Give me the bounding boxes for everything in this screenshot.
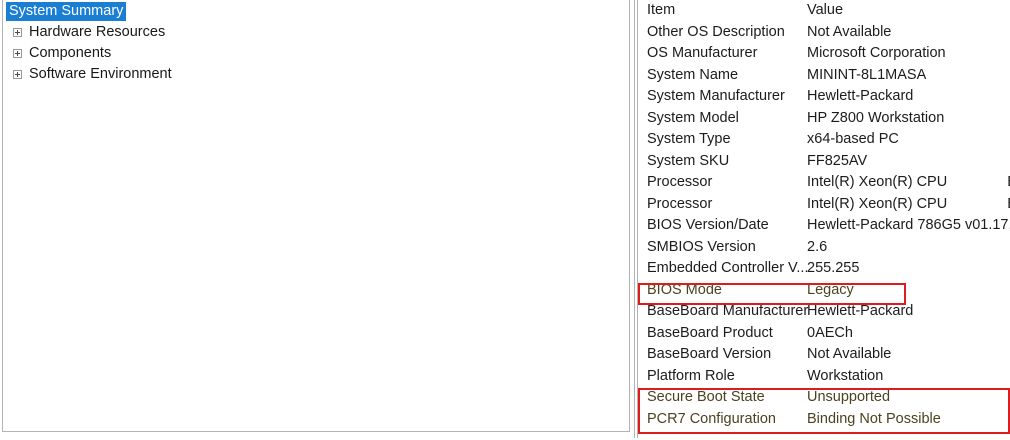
details-cell-value-text: x64-based PC: [807, 131, 899, 147]
details-cell-item: BaseBoard Product: [647, 324, 773, 341]
details-cell-value: FF825AV: [807, 152, 867, 171]
details-cell-value: Intel(R) Xeon(R) CPU E5506: [807, 173, 1010, 192]
details-row[interactable]: System Model HP Z800 Workstation: [638, 108, 1010, 130]
plus-box-icon[interactable]: [13, 69, 22, 79]
navigation-tree-panel[interactable]: System Summary Hardware Resources Compon…: [2, 0, 630, 432]
details-row[interactable]: Platform Role Workstation: [638, 366, 1010, 388]
details-cell-value: Hewlett-Packard: [807, 302, 913, 321]
details-cell-value: Not Available: [807, 345, 891, 364]
details-row[interactable]: Processor Intel(R) Xeon(R) CPU E5506: [638, 172, 1010, 194]
details-cell-item: System Name: [647, 66, 739, 83]
details-cell-item: BIOS Mode: [647, 281, 722, 298]
tree-item-components[interactable]: Components: [3, 43, 629, 63]
details-row[interactable]: BIOS Version/Date Hewlett-Packard 786G5 v…: [638, 215, 1010, 237]
details-cell-item: Processor: [647, 174, 713, 190]
details-row[interactable]: Embedded Controller V...255.255: [638, 258, 1010, 280]
details-cell-value-text: Hewlett-Packard 786G5 v01.17, 8/: [807, 217, 1010, 233]
details-cell-value-text: HP Z800 Workstation: [807, 109, 945, 126]
details-cell-item: SMBIOS Version: [647, 238, 756, 255]
details-cell-value: HP Z800 Workstation: [807, 109, 944, 128]
details-cell-value-text: MININT-8L1MASA: [807, 66, 927, 83]
details-cell-value-text: Not Available: [807, 346, 892, 362]
details-cell-value: 2.6: [807, 238, 827, 257]
column-header-value[interactable]: Value: [807, 2, 844, 18]
details-cell-item: Secure Boot State: [647, 389, 765, 405]
details-cell-value: Legacy: [807, 281, 854, 300]
details-cell-item: System Type: [647, 131, 731, 147]
details-cell-value-text: Legacy: [807, 281, 854, 298]
tree-item-software-environment-label: Software Environment: [29, 66, 172, 82]
details-cell-value-text: Intel(R) Xeon(R) CPU: [807, 195, 948, 212]
details-row[interactable]: System SKU FF825AV: [638, 151, 1010, 173]
details-cell-item: Processor: [647, 195, 713, 212]
details-row[interactable]: BIOS Mode Legacy: [638, 280, 1010, 302]
details-cell-item: System Manufacturer: [647, 88, 785, 104]
details-row[interactable]: OS Manufacturer Microsoft Corporation: [638, 43, 1010, 65]
details-cell-item: Other OS Description: [647, 23, 785, 40]
details-cell-item: OS Manufacturer: [647, 45, 758, 61]
panel-splitter[interactable]: [632, 0, 638, 438]
details-row[interactable]: BaseBoard Version Not Available: [638, 344, 1010, 366]
details-cell-value-tail: E5506: [1007, 173, 1010, 192]
details-cell-value: 255.255: [807, 259, 859, 278]
tree-item-hardware-resources[interactable]: Hardware Resources: [3, 22, 629, 42]
details-cell-item: System Model: [647, 109, 739, 126]
details-cell-value: Hewlett-Packard: [807, 87, 913, 106]
details-cell-value-text: Hewlett-Packard: [807, 303, 914, 319]
details-cell-value-text: Workstation: [807, 367, 884, 384]
details-row[interactable]: SMBIOS Version 2.6: [638, 237, 1010, 259]
details-row[interactable]: PCR7 Configuration Binding Not Possible: [638, 409, 1010, 431]
details-cell-value: Intel(R) Xeon(R) CPU E5506: [807, 195, 1010, 214]
details-cell-item: PCR7 Configuration: [647, 410, 776, 427]
details-cell-value-text: Not Available: [807, 23, 892, 40]
splitter-line-left: [634, 0, 635, 438]
details-header-row: Item Value: [638, 0, 1010, 22]
details-cell-value: Microsoft Corporation: [807, 44, 946, 63]
details-cell-item: Embedded Controller V...: [647, 260, 809, 276]
details-cell-value: Unsupported: [807, 388, 890, 407]
details-cell-value-text: Unsupported: [807, 389, 891, 405]
details-cell-item: BaseBoard Manufacturer: [647, 303, 809, 319]
details-row[interactable]: Processor Intel(R) Xeon(R) CPU E5506: [638, 194, 1010, 216]
details-cell-item: System SKU: [647, 152, 730, 169]
details-cell-value-tail: E5506: [1007, 195, 1010, 214]
tree-item-software-environment[interactable]: Software Environment: [3, 64, 629, 84]
plus-box-icon[interactable]: [13, 48, 22, 58]
details-cell-item: BIOS Version/Date: [647, 217, 769, 233]
details-cell-value: x64-based PC: [807, 130, 899, 149]
details-cell-value: MININT-8L1MASA: [807, 66, 926, 85]
details-cell-value-text: Microsoft Corporation: [807, 45, 946, 61]
details-row[interactable]: Other OS Description Not Available: [638, 22, 1010, 44]
plus-box-icon[interactable]: [13, 27, 22, 37]
tree-item-system-summary-label: System Summary: [6, 2, 127, 21]
details-cell-item: Platform Role: [647, 367, 735, 384]
details-cell-value-text: FF825AV: [807, 152, 868, 169]
details-cell-value: Binding Not Possible: [807, 410, 941, 429]
details-cell-value: Hewlett-Packard 786G5 v01.17, 8/: [807, 216, 1010, 235]
details-cell-value: 0AECh: [807, 324, 853, 343]
details-cell-value-text: Hewlett-Packard: [807, 88, 914, 104]
details-row[interactable]: Secure Boot State Unsupported: [638, 387, 1010, 409]
column-header-item[interactable]: Item: [647, 2, 676, 18]
tree-item-components-label: Components: [29, 45, 112, 61]
details-cell-value-text: Binding Not Possible: [807, 410, 941, 427]
details-cell-value: Workstation: [807, 367, 883, 386]
tree-item-hardware-resources-label: Hardware Resources: [29, 24, 166, 40]
details-cell-value: Not Available: [807, 23, 891, 42]
splitter-line-right: [637, 0, 638, 438]
details-row[interactable]: System Name MININT-8L1MASA: [638, 65, 1010, 87]
details-row[interactable]: System Type x64-based PC: [638, 129, 1010, 151]
details-cell-value-text: 255.255: [807, 260, 860, 276]
tree-item-system-summary[interactable]: System Summary: [3, 1, 629, 21]
details-cell-value-text: Intel(R) Xeon(R) CPU: [807, 174, 948, 190]
details-row[interactable]: BaseBoard Product 0AECh: [638, 323, 1010, 345]
details-cell-value-text: 2.6: [807, 238, 828, 255]
details-row[interactable]: System Manufacturer Hewlett-Packard: [638, 86, 1010, 108]
details-cell-value-text: 0AECh: [807, 324, 853, 341]
details-cell-item: BaseBoard Version: [647, 346, 772, 362]
